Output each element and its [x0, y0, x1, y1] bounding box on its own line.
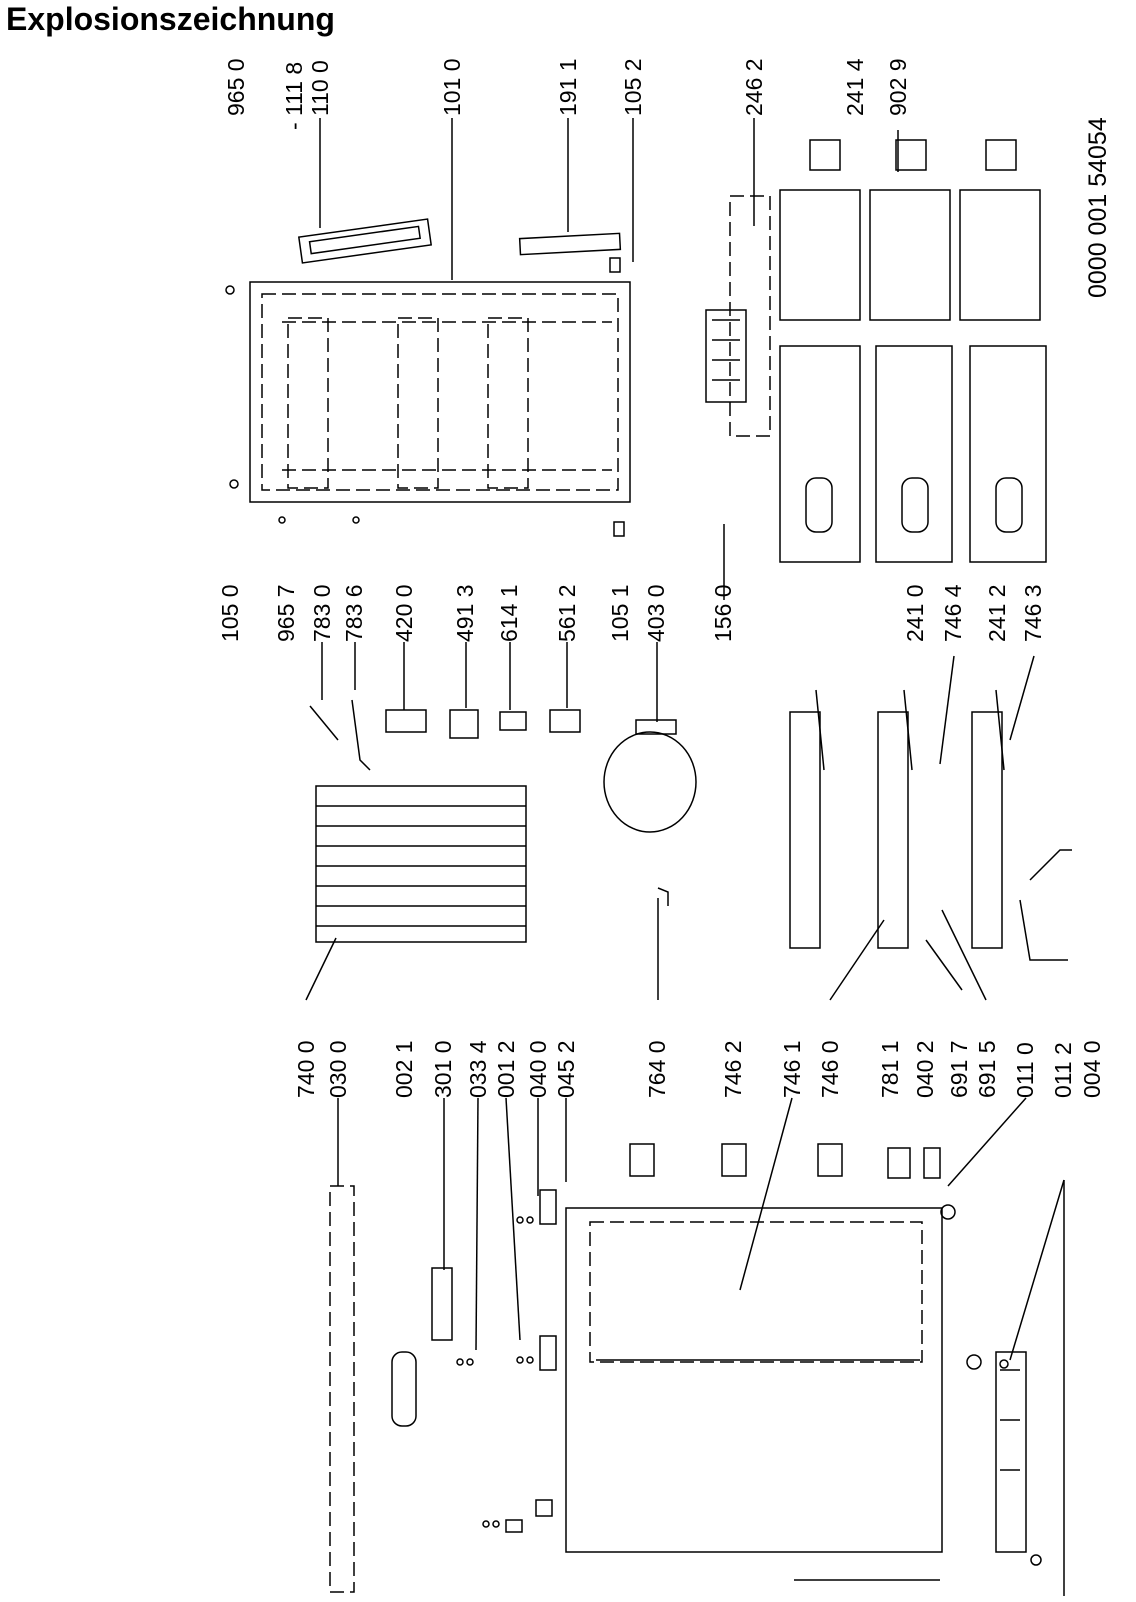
hinge-brackets [629, 1143, 1042, 1566]
label-783-6: 783 6 [341, 584, 367, 642]
label-614-1: 614 1 [496, 584, 522, 642]
drain-tube [657, 887, 669, 906]
label-002-1: 002 1 [391, 1040, 417, 1098]
diagram-title: Explosionszeichnung [6, 1, 335, 37]
label-241-2: 241 2 [984, 584, 1010, 642]
label-004-0: 004 0 [1079, 1040, 1105, 1098]
label-033-4: 033 4 [465, 1040, 491, 1098]
label-011-0: 011 0 [1012, 1042, 1038, 1098]
label-105-2: 105 2 [620, 58, 646, 116]
label-965-0: 965 0 [223, 58, 249, 116]
compressor [603, 719, 697, 833]
control-panel [431, 1267, 453, 1341]
condenser-coil [315, 785, 527, 943]
leader-lines-shelves [829, 655, 1035, 1001]
label-101-0: 101 0 [439, 58, 465, 116]
label-403-0: 403 0 [643, 584, 669, 642]
door-panel [249, 281, 631, 503]
relay [449, 709, 479, 739]
label-746-4: 746 4 [940, 584, 966, 642]
label-902-9: 902 9 [885, 58, 911, 116]
worktop-cover [329, 1185, 355, 1593]
label-746-1: 746 1 [779, 1040, 805, 1098]
hinge-bottom [613, 521, 625, 537]
label-740-0: 740 0 [293, 1040, 319, 1098]
screw [229, 479, 239, 489]
label-191-1: 191 1 [555, 58, 581, 116]
freezer-top-cover [729, 195, 771, 437]
label-045-2: 045 2 [553, 1040, 579, 1098]
capacitor [499, 711, 527, 731]
label-105-0: 105 0 [217, 584, 243, 642]
label-241-4: 241 4 [842, 58, 868, 116]
power-cord [1019, 849, 1072, 961]
label-746-2: 746 2 [720, 1040, 746, 1098]
thermostat [385, 709, 427, 733]
label-420-0: 420 0 [391, 584, 417, 642]
label-691-5: 691 5 [974, 1040, 1000, 1098]
label-040-0: 040 0 [525, 1040, 551, 1098]
label-040-2: 040 2 [912, 1040, 938, 1098]
drawers [779, 139, 1047, 563]
vent-cover [391, 1351, 417, 1427]
label-746-3: 746 3 [1020, 584, 1046, 642]
label-246-2: 246 2 [741, 58, 767, 116]
label-301-0: 301 0 [430, 1040, 456, 1098]
label-965-7: 965 7 [273, 584, 299, 642]
screws-bottom [456, 1189, 557, 1533]
label-746-0: 746 0 [817, 1040, 843, 1098]
label-001-2: 001 2 [493, 1040, 519, 1098]
label-783-0: 783 0 [309, 584, 335, 642]
label-011-2: 011 2 [1050, 1042, 1076, 1098]
screw [225, 285, 235, 295]
fan-grille [705, 309, 747, 403]
label-764-0: 764 0 [644, 1040, 670, 1098]
door-handle-top [297, 218, 433, 264]
label-030-0: 030 0 [325, 1040, 351, 1098]
label-691-7: 691 7 [946, 1040, 972, 1098]
label-241-0: 241 0 [902, 584, 928, 642]
leader-lines-bottom [337, 1097, 1065, 1596]
label-491-3: 491 3 [452, 584, 478, 642]
label-781-1: 781 1 [877, 1040, 903, 1098]
screw [278, 516, 286, 524]
hinge-top [609, 257, 621, 273]
leader-lines-top [319, 118, 899, 280]
label-110-0: 110 0 [307, 60, 333, 116]
leader-lines-middle [305, 524, 725, 1001]
capillary-tubes [309, 699, 371, 771]
label-156-0: 156 0 [710, 584, 736, 642]
label-105-1: 105 1 [607, 584, 633, 642]
base-plinth [995, 1351, 1027, 1553]
control-module [549, 709, 581, 733]
cabinet-body [565, 1207, 943, 1553]
label-561-2: 561 2 [554, 584, 580, 642]
door-gasket-strip [518, 232, 622, 256]
screw [352, 516, 360, 524]
label-111-8: - 111 8 [281, 61, 307, 130]
wire-shelves [789, 689, 1005, 949]
